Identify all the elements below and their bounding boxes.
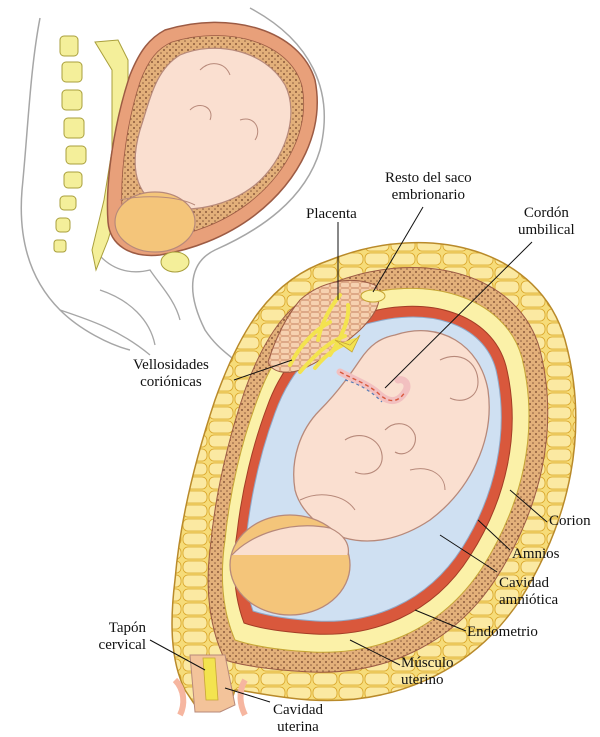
- label-placenta: Placenta: [306, 206, 357, 223]
- cervical-plug: [203, 658, 218, 700]
- label-endometrium: Endometrio: [467, 624, 538, 641]
- label-cervical-plug: Tapón cervical: [86, 620, 146, 654]
- label-amnion: Amnios: [512, 546, 560, 563]
- label-yolk-sac-remnant: Resto del saco embrionario: [385, 170, 472, 204]
- label-umbilical-cord: Cordón umbilical: [518, 205, 575, 239]
- main-uterus: [172, 243, 576, 715]
- label-amniotic-cavity: Cavidad amniótica: [499, 575, 558, 609]
- label-uterine-cavity: Cavidad uterina: [273, 702, 323, 736]
- label-chorionic-villi: Vellosidades coriónicas: [133, 357, 209, 391]
- leg-outline: [60, 310, 150, 355]
- label-chorion: Corion: [549, 513, 591, 530]
- label-uterine-muscle: Músculo uterino: [401, 655, 454, 689]
